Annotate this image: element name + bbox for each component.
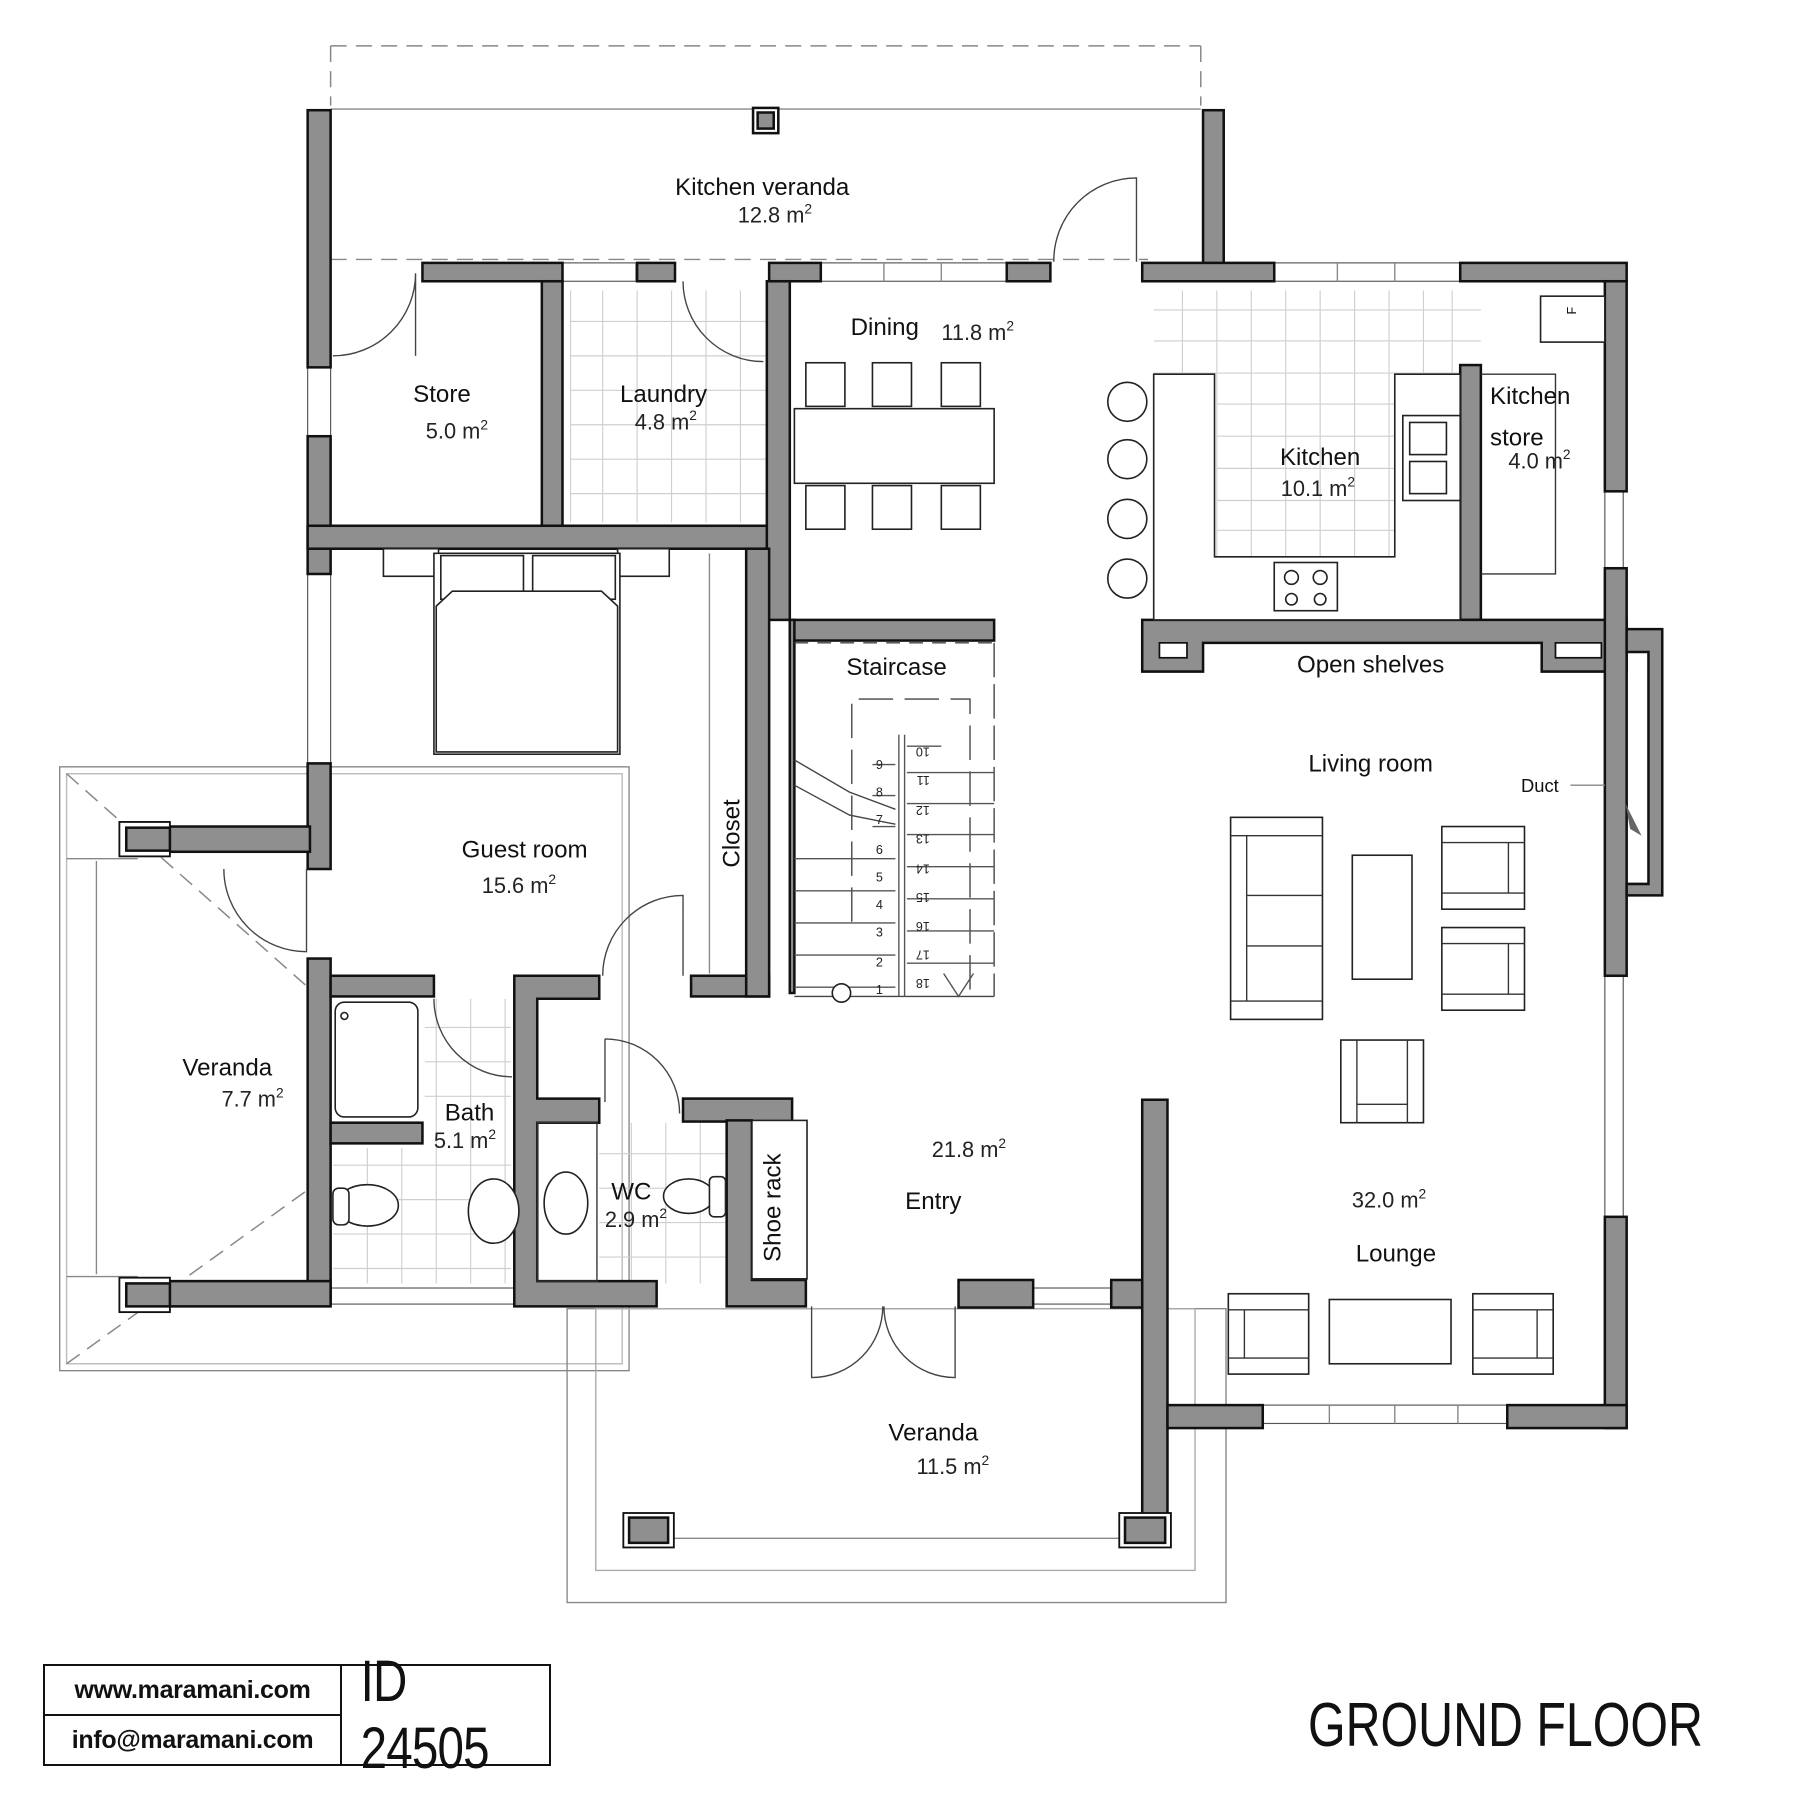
floor-title: GROUND FLOOR	[1308, 1691, 1703, 1760]
store-label: Store	[413, 381, 471, 408]
plan-id: ID 24505	[360, 1649, 490, 1781]
kitchen-label: Kitchen	[1280, 444, 1360, 471]
step-17: 17	[916, 948, 930, 962]
step-1: 1	[876, 983, 883, 997]
step-5: 5	[876, 871, 883, 885]
step-2: 2	[876, 956, 883, 970]
furniture	[332, 295, 1642, 1375]
walls	[118, 106, 1664, 1549]
contact-cells: www.maramani.com info@maramani.com	[45, 1666, 342, 1764]
step-18: 18	[916, 976, 930, 990]
step-3: 3	[876, 926, 883, 940]
lounge-label: Lounge	[1356, 1241, 1436, 1268]
kitchen-veranda-label: Kitchen veranda	[675, 174, 850, 201]
bath-label: Bath	[445, 1099, 495, 1126]
dining-area: 11.8 m2	[941, 319, 1014, 345]
email-text: info@maramani.com	[45, 1714, 340, 1764]
veranda-front-area: 11.5 m2	[916, 1453, 989, 1479]
wc-area: 2.9 m2	[605, 1206, 667, 1232]
step-8: 8	[876, 786, 883, 800]
veranda-left-label: Veranda	[182, 1055, 272, 1082]
kitchen-store-area: 4.0 m2	[1508, 447, 1570, 473]
kitchen-store-label-2: store	[1490, 424, 1544, 451]
laundry-label: Laundry	[620, 381, 707, 408]
lounge-area: 32.0 m2	[1352, 1186, 1426, 1212]
entry-label: Entry	[905, 1188, 961, 1215]
step-16: 16	[916, 919, 930, 933]
step-13: 13	[916, 832, 930, 846]
step-6: 6	[876, 843, 883, 857]
living-room-label: Living room	[1308, 750, 1433, 777]
veranda-front-label: Veranda	[888, 1420, 978, 1447]
store-area: 5.0 m2	[426, 417, 488, 443]
kitchen-area: 10.1 m2	[1281, 475, 1355, 501]
entry-area: 21.8 m2	[932, 1136, 1006, 1162]
kitchen-veranda-area: 12.8 m2	[738, 202, 812, 228]
laundry-area: 4.8 m2	[635, 408, 697, 434]
guest-room-label: Guest room	[462, 837, 588, 864]
step-12: 12	[916, 803, 930, 817]
staircase-label: Staircase	[846, 654, 946, 681]
room-labels: Kitchen veranda 12.8 m2 Store 5.0 m2 Lau…	[182, 174, 1579, 1479]
title-block: www.maramani.com info@maramani.com ID 24…	[43, 1649, 551, 1781]
step-15: 15	[916, 890, 930, 904]
duct-label: Duct	[1521, 775, 1559, 796]
windows	[307, 262, 1624, 1425]
bath-area: 5.1 m2	[434, 1127, 496, 1153]
kitchen-store-label-1: Kitchen	[1490, 383, 1570, 410]
fridge-mark: F	[1565, 307, 1579, 315]
step-4: 4	[876, 898, 883, 912]
step-14: 14	[916, 861, 930, 875]
doors	[223, 177, 1138, 1379]
staircase-drawing: 1 2 3 4 5 6 7 8 9 10 11 12 13 14 15 16 1…	[794, 642, 995, 1003]
closet-label: Closet	[718, 799, 745, 868]
wc-label: WC	[611, 1179, 651, 1206]
shoe-rack-label: Shoe rack	[760, 1152, 787, 1261]
open-shelves-label: Open shelves	[1297, 652, 1444, 679]
step-11: 11	[917, 773, 930, 787]
step-7: 7	[876, 813, 883, 827]
step-10: 10	[916, 744, 930, 758]
guest-room-area: 15.6 m2	[482, 872, 556, 898]
veranda-left-area: 7.7 m2	[221, 1085, 283, 1111]
dining-label: Dining	[851, 314, 919, 341]
step-9: 9	[876, 758, 883, 772]
website-text: www.maramani.com	[74, 1675, 311, 1704]
